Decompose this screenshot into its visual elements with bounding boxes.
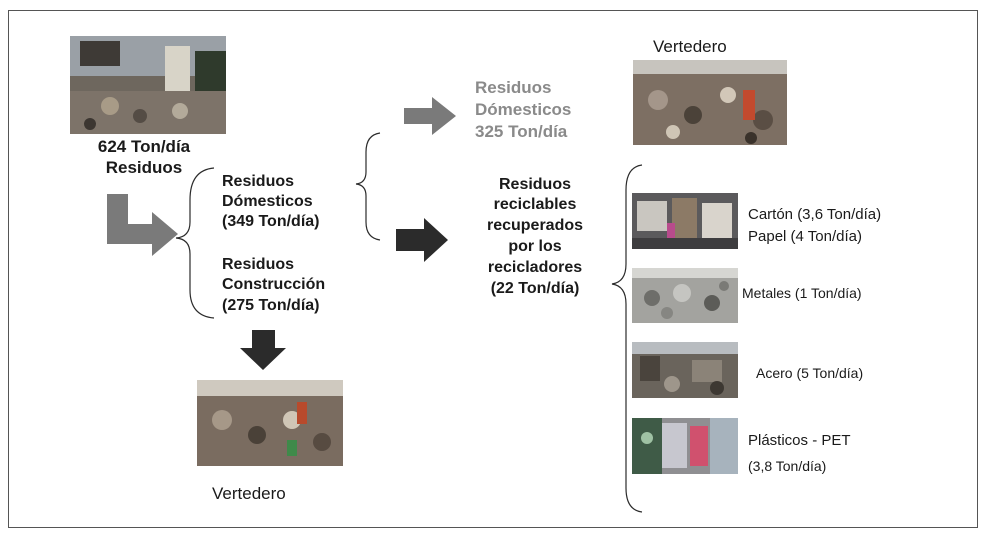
metals-photo	[632, 268, 738, 323]
plastics-label: Plásticos - PET	[748, 432, 851, 449]
domestic-landfill-title: Vertedero	[653, 37, 727, 56]
domestic-landfill-photo	[633, 60, 787, 145]
domestic-amount: (349 Ton/día)	[222, 213, 320, 230]
construction-label: Residuos	[222, 256, 295, 273]
paper-label: Papel (4 Ton/día)	[748, 228, 862, 245]
source-amount: 624 Ton/día	[97, 137, 191, 156]
recyclable-amount: (22 Ton/día)	[490, 280, 580, 297]
domestic-label: Residuos	[222, 173, 295, 190]
domestic-landfill-label: Residuos	[475, 78, 552, 97]
dark-arrow-to-recyclables	[396, 218, 448, 262]
recyclable-label-1: Residuos	[498, 176, 571, 193]
diagram-frame	[8, 10, 978, 528]
gray-arrow-to-landfill	[404, 97, 456, 135]
split-brace	[175, 167, 215, 319]
dark-down-arrow	[240, 330, 286, 370]
construction-landfill-photo	[197, 380, 343, 466]
construction-amount: (275 Ton/día)	[222, 297, 320, 314]
metals-label: Metales (1 Ton/día)	[742, 285, 862, 301]
construction-label-2: Construcción	[222, 276, 326, 293]
construction-landfill-title: Vertedero	[212, 484, 286, 503]
materials-brace	[611, 164, 643, 513]
source-waste-photo	[70, 36, 226, 134]
domestic-label-2: Dómesticos	[222, 193, 313, 210]
steel-label: Acero (5 Ton/día)	[756, 365, 864, 381]
gray-elbow-arrow	[107, 194, 178, 256]
recyclable-label-2: reciclables	[493, 196, 577, 213]
recyclable-label-4: por los	[508, 238, 562, 255]
source-label: Residuos	[105, 158, 183, 177]
steel-photo	[632, 342, 738, 398]
plastics-amount: (3,8 Ton/día)	[748, 458, 827, 474]
domestic-landfill-amount: 325 Ton/día	[475, 122, 568, 141]
recyclable-label-5: recicladores	[487, 259, 583, 276]
recyclable-label-3: recuperados	[486, 217, 584, 234]
carton-paper-photo	[632, 193, 738, 249]
plastics-photo	[632, 418, 738, 474]
domestic-landfill-label-2: Dómesticos	[475, 100, 572, 119]
carton-label: Cartón (3,6 Ton/día)	[748, 206, 882, 223]
domestic-brace	[355, 132, 381, 241]
